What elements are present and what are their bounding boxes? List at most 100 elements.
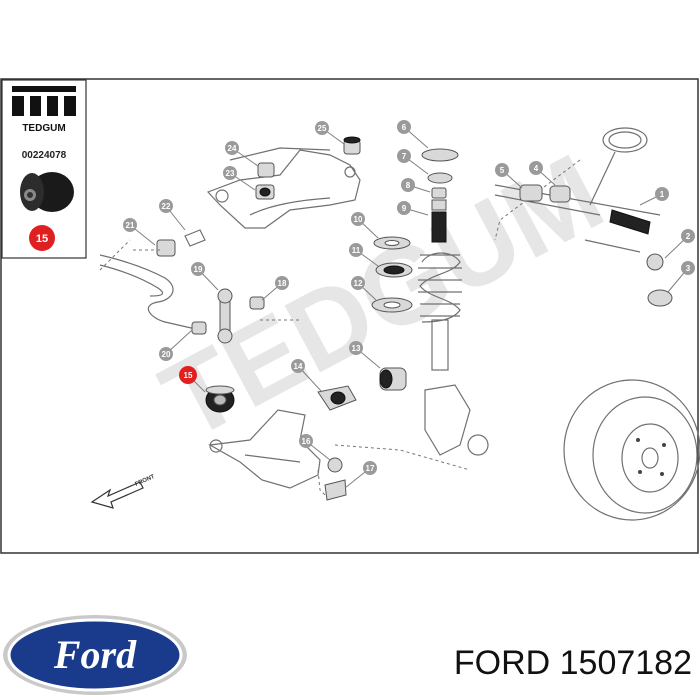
panel-code: 00224078 (22, 150, 67, 161)
callout-badge (275, 276, 289, 290)
bushing-4 (549, 185, 571, 203)
callout-17: 17 (344, 461, 377, 489)
stabilizer-bar (99, 239, 201, 331)
clamp-22 (184, 229, 206, 247)
panel-highlight-number: 15 (36, 233, 48, 245)
ball-joint-17 (324, 479, 347, 501)
callout-number: 25 (318, 124, 327, 133)
callout-number: 16 (302, 437, 311, 446)
callout-1: 1 (639, 187, 669, 206)
callout-number: 10 (354, 215, 363, 224)
callout-8: 8 (401, 178, 431, 193)
callout-15: 15 (179, 366, 206, 393)
callout-badge (299, 434, 313, 448)
ball-joint-3 (647, 289, 673, 307)
callout-12: 12 (351, 276, 377, 301)
callout-badge (191, 262, 205, 276)
callout-badge (349, 243, 363, 257)
washer-10 (373, 236, 411, 250)
bushing-14 (317, 385, 357, 411)
subframe (206, 147, 361, 229)
strut-assembly (418, 148, 489, 456)
callout-number: 22 (162, 202, 171, 211)
link-guide-line (130, 249, 300, 321)
callout-18: 18 (261, 276, 289, 301)
callout-6: 6 (397, 120, 429, 149)
callout-number: 19 (194, 265, 203, 274)
callout-9: 9 (397, 201, 429, 216)
callout-badge (179, 366, 197, 384)
callout-number: 15 (184, 371, 193, 380)
diagram-frame (0, 78, 699, 554)
callout-number: 2 (686, 232, 691, 241)
top-mount-6 (421, 148, 459, 162)
callout-20: 20 (159, 329, 193, 361)
callout-badge (349, 341, 363, 355)
callout-badge (681, 261, 695, 275)
callout-13: 13 (349, 341, 381, 369)
callout-number: 13 (352, 344, 361, 353)
callout-badge (363, 461, 377, 475)
callout-number: 17 (366, 464, 375, 473)
steering-assembly (494, 127, 673, 307)
bushing-21 (156, 239, 176, 257)
callout-badge (655, 187, 669, 201)
callout-number: 3 (686, 264, 691, 273)
callout-4: 4 (529, 161, 556, 186)
callout-3: 3 (667, 261, 695, 293)
bushing-15 (205, 385, 235, 413)
part-caption: FORD 1507182 (453, 644, 692, 682)
callout-badge (223, 166, 237, 180)
callout-19: 19 (191, 262, 219, 291)
callout-badge (123, 218, 137, 232)
callout-number: 11 (352, 246, 361, 255)
callout-badge (159, 199, 173, 213)
bearing-7 (427, 172, 453, 184)
callout-number: 14 (294, 362, 303, 371)
washer-12 (371, 297, 413, 313)
callout-number: 20 (162, 350, 171, 359)
callout-number: 9 (402, 204, 407, 213)
callout-badge (225, 141, 239, 155)
ball-joint-16 (327, 457, 343, 473)
callout-24: 24 (225, 141, 259, 167)
callout-25: 25 (315, 121, 345, 145)
callout-2: 2 (664, 229, 695, 259)
panel-highlight-badge (29, 225, 55, 251)
bushing-24 (257, 162, 275, 178)
lower-control-arm (208, 409, 347, 501)
callout-7: 7 (397, 149, 429, 175)
callout-number: 23 (226, 169, 235, 178)
bushing-25 (343, 136, 361, 155)
callout-badge (291, 359, 305, 373)
callout-badge (315, 121, 329, 135)
callout-23: 23 (223, 166, 256, 191)
info-panel: TEDGUM 00224078 15 (1, 79, 87, 259)
callout-number: 1 (660, 190, 665, 199)
bump-stop-9a (431, 199, 447, 211)
callout-badge (681, 229, 695, 243)
callout-badge (159, 347, 173, 361)
tedgum-logo-icon (12, 86, 76, 116)
callout-number: 8 (406, 181, 411, 190)
callout-21: 21 (123, 218, 156, 246)
callout-number: 4 (534, 164, 539, 173)
callout-16: 16 (299, 434, 331, 461)
callout-number: 7 (402, 152, 407, 161)
bushing-20 (191, 321, 207, 335)
bearing-11 (375, 262, 413, 278)
callout-11: 11 (349, 243, 379, 267)
bushing-18 (249, 296, 265, 310)
callout-badge (495, 163, 509, 177)
boot-1 (609, 209, 651, 235)
callout-5: 5 (495, 163, 523, 189)
callout-10: 10 (351, 212, 379, 239)
callout-number: 6 (402, 123, 407, 132)
callout-badge (351, 276, 365, 290)
callout-badge (529, 161, 543, 175)
callout-layer: 1234567891011121314151617181920212223242… (123, 120, 695, 489)
bushing-5 (519, 184, 543, 202)
tie-rod-end-2 (646, 253, 664, 271)
stabilizer-link (156, 229, 265, 344)
